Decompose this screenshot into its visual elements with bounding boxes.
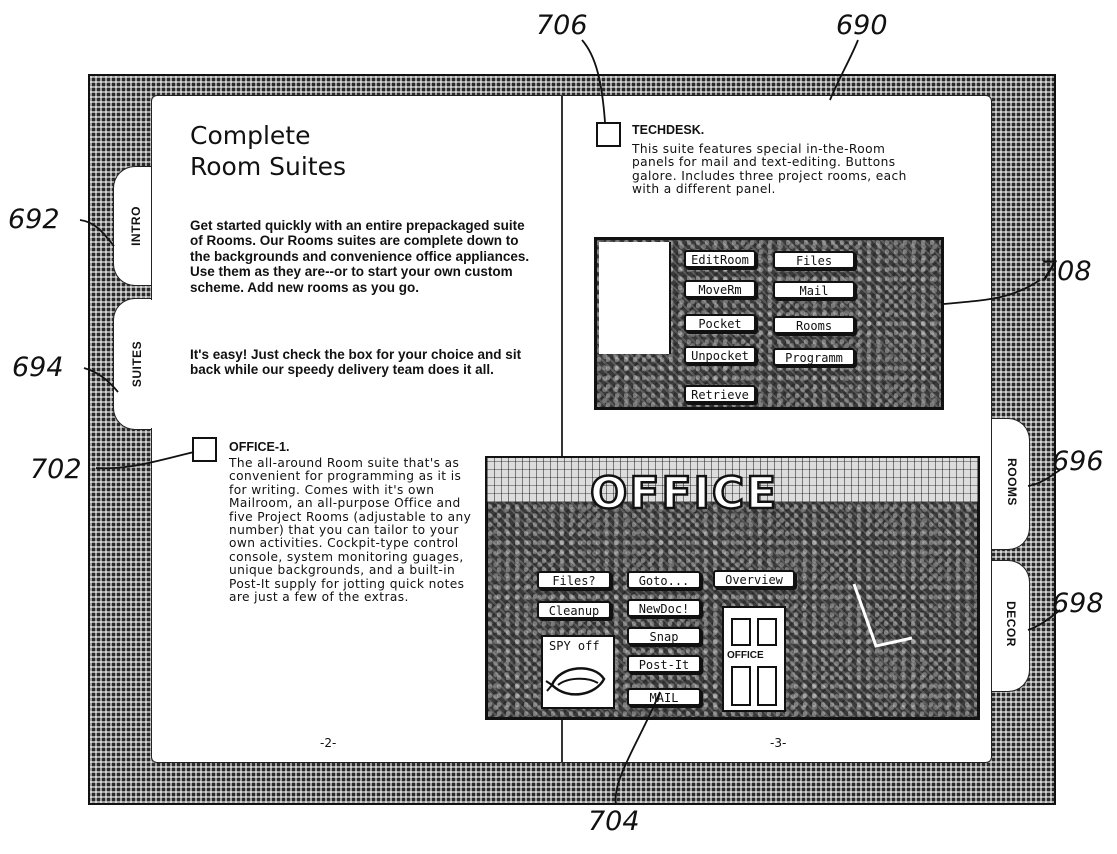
snap-button[interactable]: Snap bbox=[627, 627, 701, 645]
ref-702: 702 bbox=[30, 454, 82, 485]
moverm-button[interactable]: MoveRm bbox=[684, 280, 756, 298]
spy-status-label: SPY off bbox=[549, 639, 600, 653]
office-banner-title: OFFICE bbox=[589, 468, 779, 519]
ref-690: 690 bbox=[836, 10, 888, 41]
ref-708: 708 bbox=[1040, 256, 1092, 287]
title-line-2: Room Suites bbox=[190, 152, 347, 181]
mail-office-button[interactable]: MAIL bbox=[627, 688, 701, 706]
editroom-button[interactable]: EditRoom bbox=[684, 250, 756, 268]
desk-lamp-icon bbox=[852, 583, 913, 648]
tab-decor[interactable]: DECOR bbox=[990, 560, 1030, 692]
newdoc-button[interactable]: NewDoc! bbox=[627, 599, 701, 617]
ref-704: 704 bbox=[588, 806, 640, 837]
ref-698: 698 bbox=[1052, 588, 1104, 619]
cleanup-button[interactable]: Cleanup bbox=[537, 601, 611, 619]
office-door-icon[interactable]: OFFICE bbox=[722, 606, 786, 712]
page-gutter bbox=[561, 95, 563, 763]
techdesk-title: TECHDESK. bbox=[632, 123, 705, 137]
door-label: OFFICE bbox=[727, 650, 764, 661]
techdesk-checkbox[interactable] bbox=[596, 122, 621, 147]
door-panel-top-left bbox=[731, 618, 751, 646]
ref-694: 694 bbox=[12, 352, 64, 383]
ref-692: 692 bbox=[8, 204, 60, 235]
pocket-button[interactable]: Pocket bbox=[684, 314, 756, 332]
page-title: Complete Room Suites bbox=[190, 120, 490, 182]
tab-intro[interactable]: INTRO bbox=[113, 166, 153, 286]
tab-suites-label: SUITES bbox=[130, 340, 145, 388]
office-banner-strip bbox=[487, 458, 978, 502]
title-line-1: Complete bbox=[190, 121, 311, 150]
office-1-checkbox[interactable] bbox=[192, 437, 217, 462]
techdesk-screenshot: EditRoom Files MoveRm Mail Pocket Rooms … bbox=[594, 237, 944, 410]
overview-button[interactable]: Overview bbox=[713, 570, 795, 588]
tab-suites[interactable]: SUITES bbox=[113, 298, 153, 430]
text-panel bbox=[599, 242, 671, 354]
page-number-right: -3- bbox=[770, 736, 787, 750]
files-query-button[interactable]: Files? bbox=[537, 571, 611, 589]
goto-button[interactable]: Goto... bbox=[627, 571, 701, 589]
page-number-left: -2- bbox=[320, 736, 337, 750]
suites-tab-join bbox=[150, 300, 154, 428]
mail-button[interactable]: Mail bbox=[773, 281, 855, 299]
unpocket-button[interactable]: Unpocket bbox=[684, 346, 756, 364]
easy-paragraph: It's easy! Just check the box for your c… bbox=[190, 347, 522, 378]
door-panel-top-right bbox=[757, 618, 777, 646]
tab-decor-label: DECOR bbox=[1003, 601, 1018, 647]
tab-intro-label: INTRO bbox=[128, 206, 143, 246]
office-1-title: OFFICE-1. bbox=[229, 440, 290, 454]
door-panel-bottom-right bbox=[757, 666, 777, 706]
tab-rooms[interactable]: ROOMS bbox=[990, 418, 1030, 550]
office-1-description: The all-around Room suite that's as conv… bbox=[229, 456, 472, 605]
programm-button[interactable]: Programm bbox=[773, 348, 855, 366]
files-button[interactable]: Files bbox=[773, 251, 855, 269]
ref-706: 706 bbox=[536, 10, 588, 41]
door-panel-bottom-left bbox=[731, 666, 751, 706]
post-it-button[interactable]: Post-It bbox=[627, 655, 701, 673]
rooms-button[interactable]: Rooms bbox=[773, 316, 855, 334]
ref-696: 696 bbox=[1052, 446, 1104, 477]
intro-paragraph: Get started quickly with an entire prepa… bbox=[190, 218, 530, 295]
spy-gauge-icon bbox=[545, 667, 606, 696]
spy-monitor[interactable]: SPY off bbox=[541, 635, 615, 709]
retrieve-button[interactable]: Retrieve bbox=[684, 385, 756, 403]
techdesk-description: This suite features special in-the-Room … bbox=[632, 142, 907, 197]
tab-rooms-label: ROOMS bbox=[1004, 458, 1019, 506]
